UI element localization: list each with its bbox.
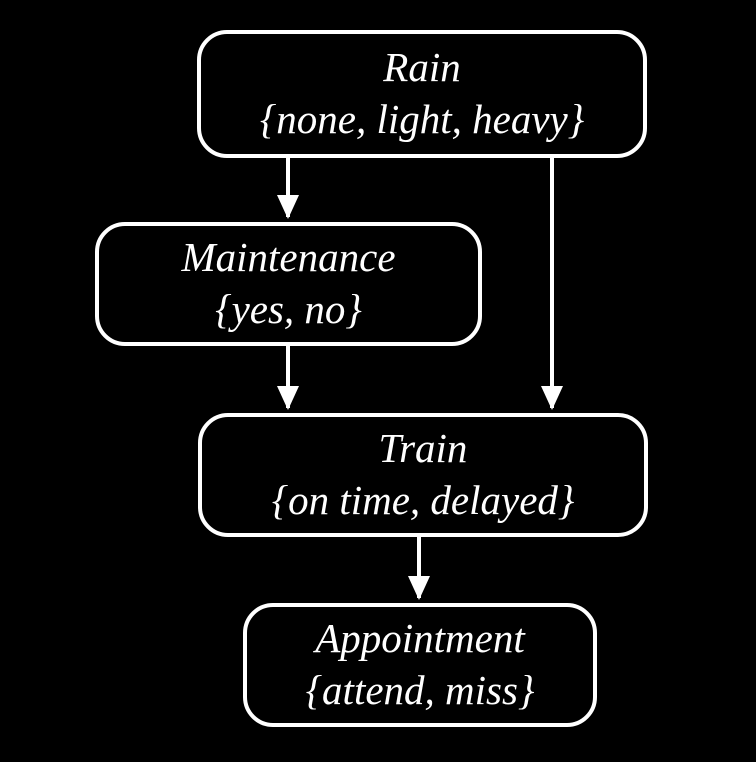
node-appointment: Appointment {attend, miss} [243, 603, 597, 727]
node-appointment-values: {attend, miss} [305, 667, 535, 713]
node-maintenance: Maintenance {yes, no} [95, 222, 482, 346]
node-train: Train {on time, delayed} [198, 413, 648, 537]
node-maintenance-values: {yes, no} [215, 286, 362, 332]
node-maintenance-label: Maintenance [181, 234, 396, 281]
node-rain-values: {none, light, heavy} [259, 96, 585, 142]
node-appointment-label: Appointment [315, 615, 525, 662]
node-rain-label: Rain [383, 44, 461, 91]
node-train-values: {on time, delayed} [271, 477, 575, 523]
node-train-label: Train [378, 425, 468, 472]
node-rain: Rain {none, light, heavy} [197, 30, 647, 158]
